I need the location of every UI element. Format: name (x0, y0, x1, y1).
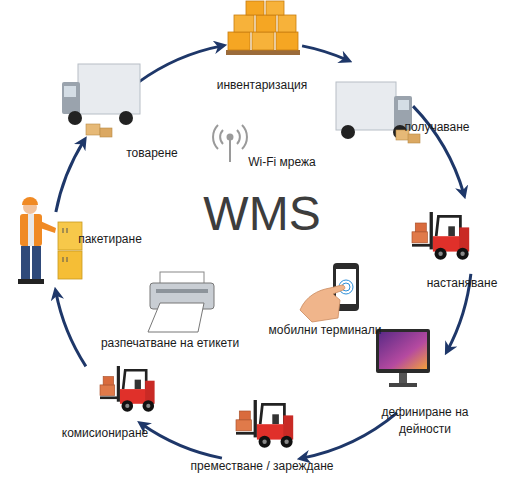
station-node: получаване (404, 119, 469, 136)
station-node: преместване / зареждане (191, 458, 334, 475)
mobile-terminal-icon (300, 263, 359, 322)
cycle-arrow (56, 141, 84, 212)
cycle-arrow (302, 413, 397, 458)
worker-icon (18, 197, 56, 284)
cycle-arrow (302, 46, 347, 60)
station-label: пакетиране (78, 231, 142, 248)
cycle-arrow (139, 46, 222, 82)
station-label: товарене (126, 145, 178, 162)
cycle-arrow (142, 424, 222, 458)
network-label: Wi-Fi мрежа (248, 155, 315, 170)
forklift-icon (412, 212, 469, 260)
device-label: мобилни терминали (269, 323, 382, 338)
station-label: дефиниране на дейности (375, 404, 475, 438)
station-label: получаване (404, 119, 469, 136)
printer-icon (148, 272, 214, 332)
station-node: комисиониране (62, 425, 148, 442)
inventory-boxes (226, 1, 300, 55)
station-label: преместване / зареждане (191, 458, 334, 475)
cycle-arrow (413, 106, 464, 194)
center-title: WMS (203, 188, 320, 240)
cycle-arrow (56, 292, 86, 366)
package-boxes (58, 222, 82, 279)
station-node: пакетиране (78, 231, 142, 248)
station-label: комисиониране (62, 425, 148, 442)
station-label: настаняване (427, 275, 498, 292)
station-node: настаняване (427, 275, 498, 292)
station-label: инвентаризация (217, 77, 308, 94)
station-node: инвентаризация (217, 77, 308, 94)
station-node: дефиниране на дейности (375, 404, 475, 438)
forklift-icon (100, 366, 155, 412)
monitor-icon (376, 329, 430, 387)
station-node: товарене (126, 145, 178, 162)
forklift-icon (236, 400, 293, 448)
truck-icon (62, 64, 140, 137)
device-label: разпечатване на етикети (101, 336, 239, 351)
wifi-icon (213, 125, 247, 162)
